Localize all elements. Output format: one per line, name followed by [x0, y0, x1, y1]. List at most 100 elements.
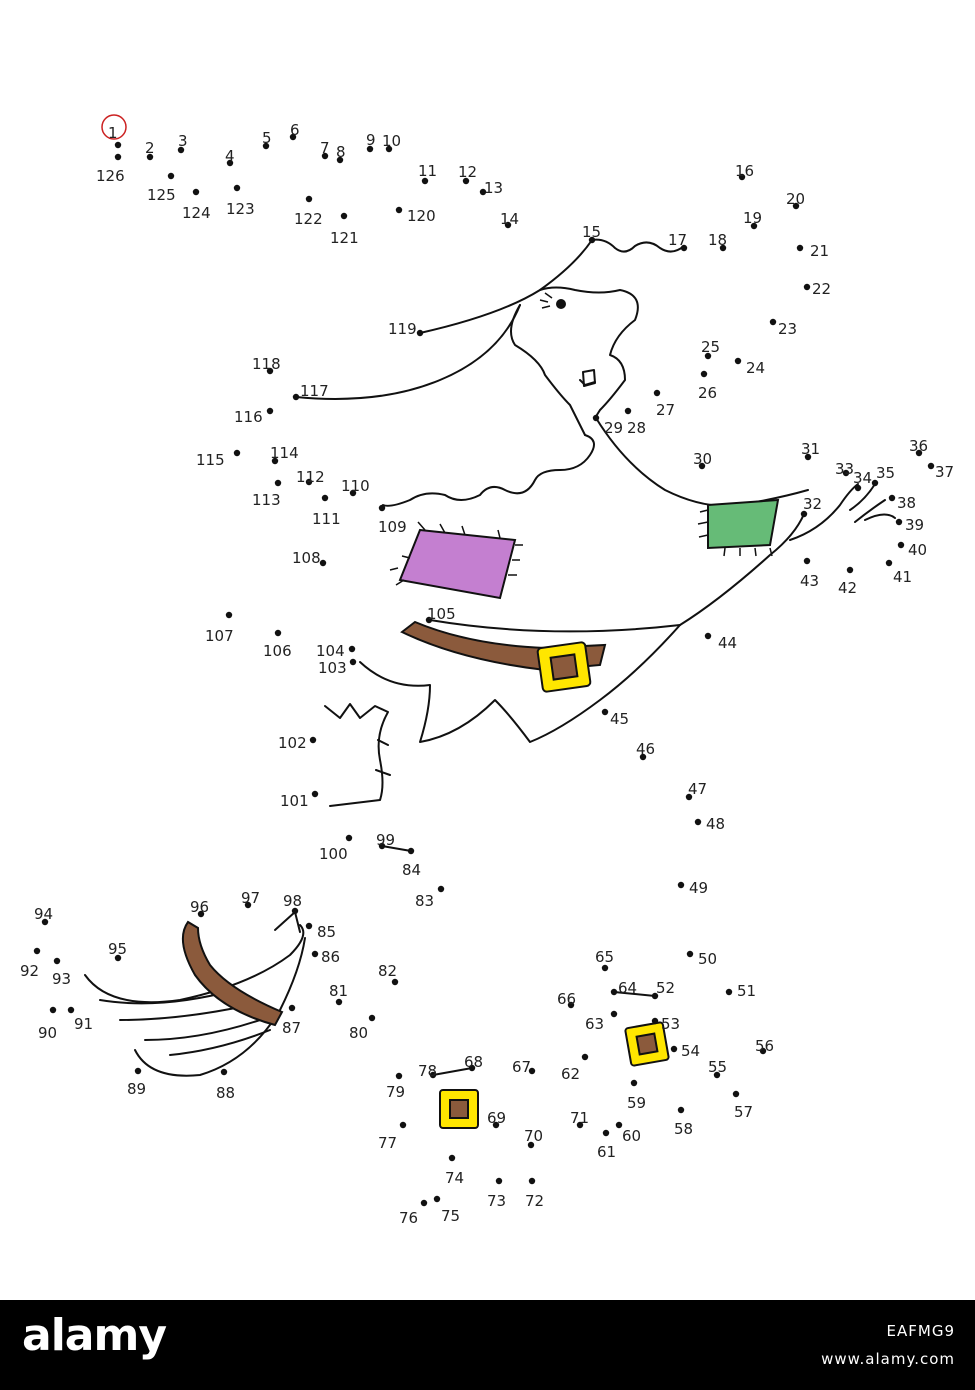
dot-label-47: 47: [688, 780, 707, 798]
dot-124: [192, 188, 200, 196]
dot-24: [734, 357, 742, 365]
pink-patch: [398, 528, 517, 600]
dot-63: [610, 1010, 618, 1018]
dot-label-5: 5: [262, 129, 272, 147]
leg-hatch: [375, 739, 391, 776]
dot-87: [288, 1004, 296, 1012]
hat-crown-line: [295, 304, 521, 400]
dot-42: [846, 566, 854, 574]
dot-95: [114, 954, 122, 962]
dot-label-35: 35: [876, 464, 895, 482]
dot-111: [321, 494, 329, 502]
dot-110: [349, 489, 357, 497]
dot-25: [704, 352, 712, 360]
dot-72: [528, 1177, 536, 1185]
dot-label-118: 118: [252, 355, 281, 373]
line-78-68: [432, 1067, 473, 1076]
dot-54: [670, 1045, 678, 1053]
dot-29: [592, 414, 600, 422]
dot-label-108: 108: [292, 549, 321, 567]
dot-label-75: 75: [441, 1207, 460, 1225]
dot-label-68: 68: [464, 1053, 483, 1071]
dot-label-40: 40: [908, 541, 927, 559]
dot-103: [349, 658, 357, 666]
dot-19: [750, 222, 758, 230]
dot-118: [266, 367, 274, 375]
dot-label-43: 43: [800, 572, 819, 590]
dot-label-92: 92: [20, 962, 39, 980]
dot-125: [167, 172, 175, 180]
hair-line: [510, 304, 586, 436]
dot-117: [292, 393, 300, 401]
dot-68: [468, 1064, 476, 1072]
dot-label-102: 102: [278, 734, 307, 752]
dot-107: [225, 611, 233, 619]
dot-41: [885, 559, 893, 567]
dot-53: [651, 1017, 659, 1025]
dot-15: [588, 236, 596, 244]
dot-label-107: 107: [205, 627, 234, 645]
dot-6: [289, 133, 297, 141]
dot-32: [800, 510, 808, 518]
dot-label-114: 114: [270, 444, 299, 462]
dot-label-42: 42: [838, 579, 857, 597]
dot-114: [271, 457, 279, 465]
dot-106: [274, 629, 282, 637]
dot-123: [233, 184, 241, 192]
brand-logo: alamy: [22, 1310, 167, 1361]
dot-67: [528, 1067, 536, 1075]
dot-3: [177, 146, 185, 154]
dot-34: [854, 484, 862, 492]
dot-83: [437, 885, 445, 893]
dot-label-9: 9: [366, 131, 376, 149]
dot-79: [395, 1072, 403, 1080]
dot-label-81: 81: [329, 982, 348, 1000]
arm-line: [595, 417, 809, 507]
leg-left: [324, 703, 389, 807]
dot-label-116: 116: [234, 408, 263, 426]
dot-label-54: 54: [681, 1042, 700, 1060]
dot-label-8: 8: [336, 143, 346, 161]
dot-16: [738, 173, 746, 181]
dot-45: [601, 708, 609, 716]
dot-label-31: 31: [801, 440, 820, 458]
dot-55: [713, 1071, 721, 1079]
dot-label-115: 115: [196, 451, 225, 469]
dot-label-87: 87: [282, 1019, 301, 1037]
dot-label-53: 53: [661, 1015, 680, 1033]
dot-120: [395, 206, 403, 214]
dot-30: [698, 462, 706, 470]
dot-20: [792, 202, 800, 210]
dots-layer: [33, 133, 935, 1207]
dot-62: [581, 1053, 589, 1061]
belt-outline: [429, 619, 681, 633]
dot-label-34: 34: [853, 469, 872, 487]
dot-label-82: 82: [378, 962, 397, 980]
dot-label-21: 21: [810, 242, 829, 260]
dot-label-29: 29: [604, 419, 623, 437]
dot-label-96: 96: [190, 898, 209, 916]
belt-buckle-inner: [549, 653, 579, 681]
dot-40: [897, 541, 905, 549]
dot-label-56: 56: [755, 1037, 774, 1055]
dot-label-26: 26: [698, 384, 717, 402]
dot-66: [567, 1001, 575, 1009]
dot-label-106: 106: [263, 642, 292, 660]
dot-label-61: 61: [597, 1143, 616, 1161]
dot-75: [433, 1195, 441, 1203]
dot-80: [368, 1014, 376, 1022]
dot-label-45: 45: [610, 710, 629, 728]
dot-4: [226, 159, 234, 167]
dot-5: [262, 142, 270, 150]
dot-108: [319, 559, 327, 567]
dot-label-28: 28: [627, 419, 646, 437]
hat-brim-line: [419, 239, 593, 334]
dot-label-16: 16: [735, 162, 754, 180]
dot-label-57: 57: [734, 1103, 753, 1121]
dot-23: [769, 318, 777, 326]
dot-94: [41, 918, 49, 926]
dot-label-41: 41: [893, 568, 912, 586]
dot-label-73: 73: [487, 1192, 506, 1210]
dot-44: [704, 632, 712, 640]
dot-56: [759, 1047, 767, 1055]
